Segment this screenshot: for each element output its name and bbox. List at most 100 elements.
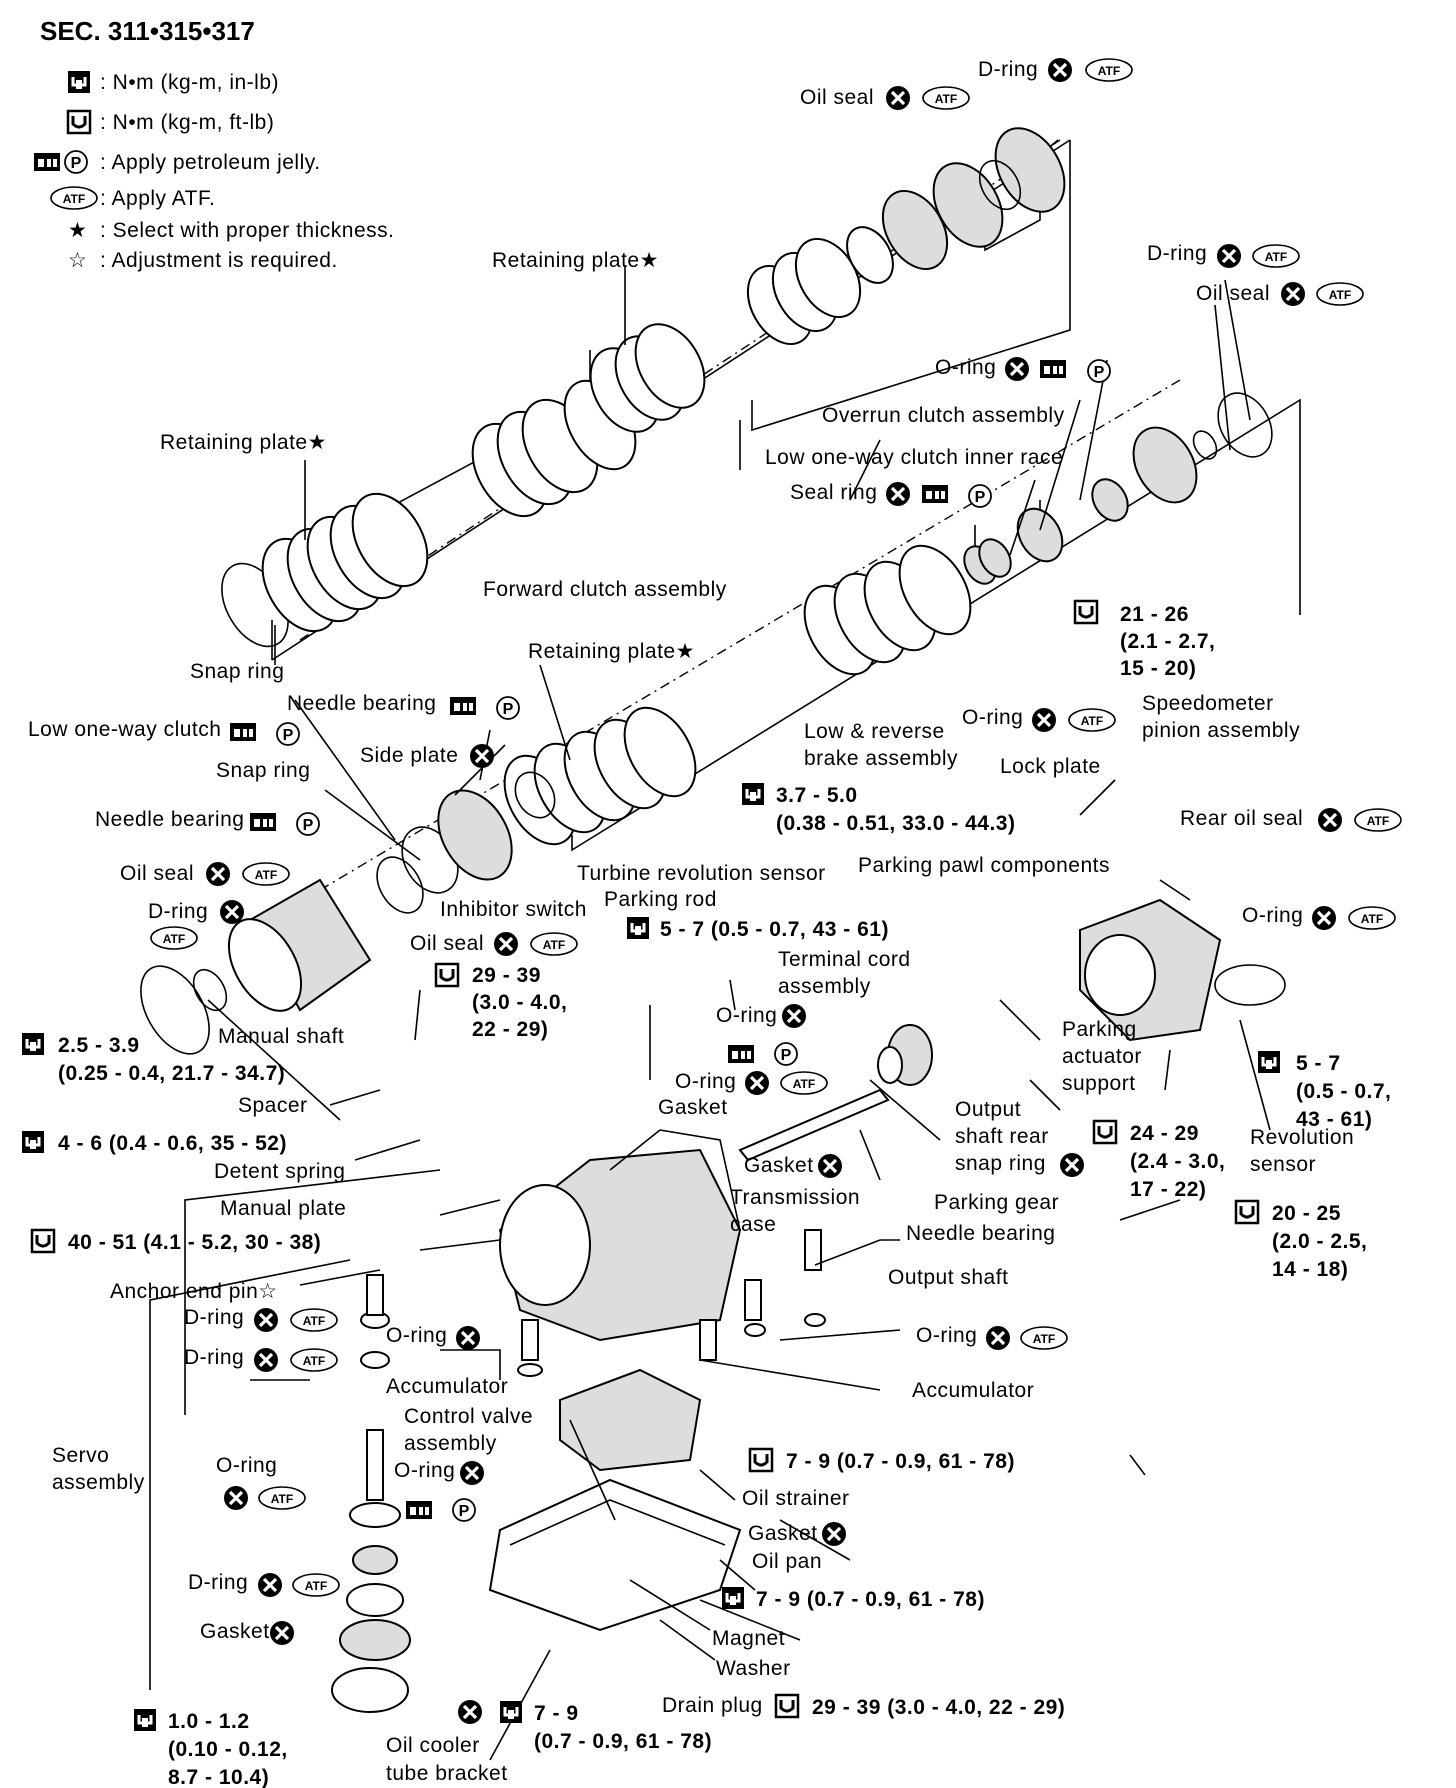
torque-in-lb-icon xyxy=(1256,1049,1282,1075)
output-shaft-part xyxy=(738,1024,933,1162)
label-needle-bearing-2: Needle bearing xyxy=(95,808,244,831)
atf-icon xyxy=(1348,906,1396,930)
torque-20-25-b: (2.0 - 2.5, xyxy=(1272,1230,1367,1253)
label-spacer: Spacer xyxy=(238,1094,308,1117)
label-snap-ring-1: Snap ring xyxy=(190,660,284,683)
label-low-reverse-1: Low & reverse xyxy=(804,720,945,743)
label-oil-seal-right: Oil seal xyxy=(1196,282,1270,305)
torque-10-12-b: (0.10 - 0.12, xyxy=(168,1738,288,1761)
x-icon xyxy=(204,860,232,888)
legend-item-5: : Select with proper thickness. xyxy=(100,219,394,242)
label-o-ring-mid: O-ring xyxy=(716,1004,777,1027)
torque-ft-lb-icon xyxy=(774,1693,800,1719)
legend-item-3: : Apply petroleum jelly. xyxy=(100,151,321,174)
label-o-ring-acc-left: O-ring xyxy=(386,1324,447,1347)
label-turbine-sensor: Turbine revolution sensor xyxy=(577,862,826,885)
label-washer: Washer xyxy=(716,1657,791,1680)
label-oil-strainer: Oil strainer xyxy=(742,1487,850,1510)
label-inhibitor-switch: Inhibitor switch xyxy=(440,898,587,921)
section-title: SEC. 311•315•317 xyxy=(40,16,255,46)
torque-ft-lb-icon xyxy=(434,962,460,988)
torque-29-39-a: 29 - 39 xyxy=(472,964,541,987)
torque-5-7-right-b: (0.5 - 0.7, xyxy=(1296,1080,1391,1103)
x-icon xyxy=(1279,280,1307,308)
p-circle-icon xyxy=(1087,359,1111,383)
torque-ft-lb-icon xyxy=(1092,1119,1118,1145)
torque-20-25: 20 - 25 xyxy=(1272,1202,1341,1225)
label-detent-spring: Detent spring xyxy=(214,1160,345,1183)
torque-37-50: 3.7 - 5.0 xyxy=(776,784,858,807)
p-circle-icon xyxy=(452,1498,476,1522)
label-parking-actuator-1: Parking xyxy=(1062,1018,1137,1041)
label-servo-2: assembly xyxy=(52,1471,145,1494)
x-icon xyxy=(816,1152,844,1180)
label-manual-plate: Manual plate xyxy=(220,1197,346,1220)
x-icon xyxy=(468,742,496,770)
torque-nm-in-lb-icon xyxy=(66,69,92,95)
label-accumulator-left: Accumulator xyxy=(386,1375,508,1398)
torque-ft-lb-icon xyxy=(748,1447,774,1473)
p-circle-icon xyxy=(774,1042,798,1066)
p-circle-icon xyxy=(496,696,520,720)
atf-icon xyxy=(290,1348,338,1372)
torque-24-29-c: 17 - 22) xyxy=(1130,1178,1206,1201)
label-forward-clutch: Forward clutch assembly xyxy=(483,578,727,601)
torque-29-39-c: 22 - 29) xyxy=(472,1018,548,1041)
torque-29-39-drain: 29 - 39 (3.0 - 4.0, 22 - 29) xyxy=(812,1696,1065,1719)
label-parking-rod: Parking rod xyxy=(604,888,717,911)
x-icon xyxy=(884,480,912,508)
atf-icon xyxy=(1316,282,1364,306)
label-output-shaft-rear-2: shaft rear xyxy=(955,1125,1049,1148)
label-drain-plug: Drain plug xyxy=(662,1694,763,1717)
servo-parts xyxy=(331,1274,411,1713)
torque-24-29: 24 - 29 xyxy=(1130,1122,1199,1145)
accumulator-parts xyxy=(517,1229,826,1377)
petroleum-jelly-icon xyxy=(230,723,256,741)
filled-star-icon: ★ xyxy=(68,219,87,242)
x-icon xyxy=(492,930,520,958)
torque-24-29-b: (2.4 - 3.0, xyxy=(1130,1150,1225,1173)
label-needle-bearing-1: Needle bearing xyxy=(287,692,436,715)
label-snap-ring-2: Snap ring xyxy=(216,759,310,782)
transmission-case xyxy=(498,1129,742,1342)
torque-in-lb-icon xyxy=(740,781,766,807)
torque-in-lb-icon xyxy=(132,1707,158,1733)
label-lock-plate: Lock plate xyxy=(1000,755,1101,778)
x-icon xyxy=(1058,1151,1086,1179)
label-transmission-case-1: Transmission xyxy=(730,1186,860,1209)
label-seal-ring: Seal ring xyxy=(790,481,877,504)
label-revolution-sensor-2: sensor xyxy=(1250,1153,1316,1176)
label-o-ring-servo: O-ring xyxy=(216,1454,277,1477)
atf-icon xyxy=(290,1308,338,1332)
torque-in-lb-icon xyxy=(498,1699,524,1725)
x-icon xyxy=(252,1306,280,1334)
label-d-ring-left: D-ring xyxy=(148,900,208,923)
torque-in-lb-icon xyxy=(20,1031,46,1057)
torque-10-12-c: 8.7 - 10.4) xyxy=(168,1766,269,1788)
torque-ft-lb-icon xyxy=(1073,599,1099,625)
label-output-shaft-rear-1: Output xyxy=(955,1098,1021,1121)
atf-icon xyxy=(780,1071,828,1095)
label-o-ring-speedo: O-ring xyxy=(962,706,1023,729)
label-d-ring-right: D-ring xyxy=(1147,242,1207,265)
label-o-ring-acc-right: O-ring xyxy=(916,1324,977,1347)
x-icon xyxy=(984,1324,1012,1352)
atf-icon xyxy=(242,862,290,886)
atf-icon xyxy=(50,186,98,210)
x-icon xyxy=(1046,56,1074,84)
x-icon xyxy=(256,1571,284,1599)
label-o-ring-gasket: O-ring xyxy=(675,1070,736,1093)
label-o-ring-overrun: O-ring xyxy=(935,356,996,379)
label-speedometer-2: pinion assembly xyxy=(1142,719,1300,742)
petroleum-jelly-icon xyxy=(450,697,476,715)
x-icon xyxy=(458,1459,486,1487)
x-icon xyxy=(1316,806,1344,834)
torque-in-lb-icon xyxy=(720,1585,746,1611)
label-output-shaft: Output shaft xyxy=(888,1266,1008,1289)
atf-icon xyxy=(1354,808,1402,832)
torque-10-12: 1.0 - 1.2 xyxy=(168,1710,250,1733)
torque-in-lb-icon xyxy=(625,915,651,941)
label-parking-pawl: Parking pawl components xyxy=(858,854,1110,877)
legend: : N•m (kg-m, in-lb) : N•m (kg-m, ft-lb) … xyxy=(34,69,394,272)
